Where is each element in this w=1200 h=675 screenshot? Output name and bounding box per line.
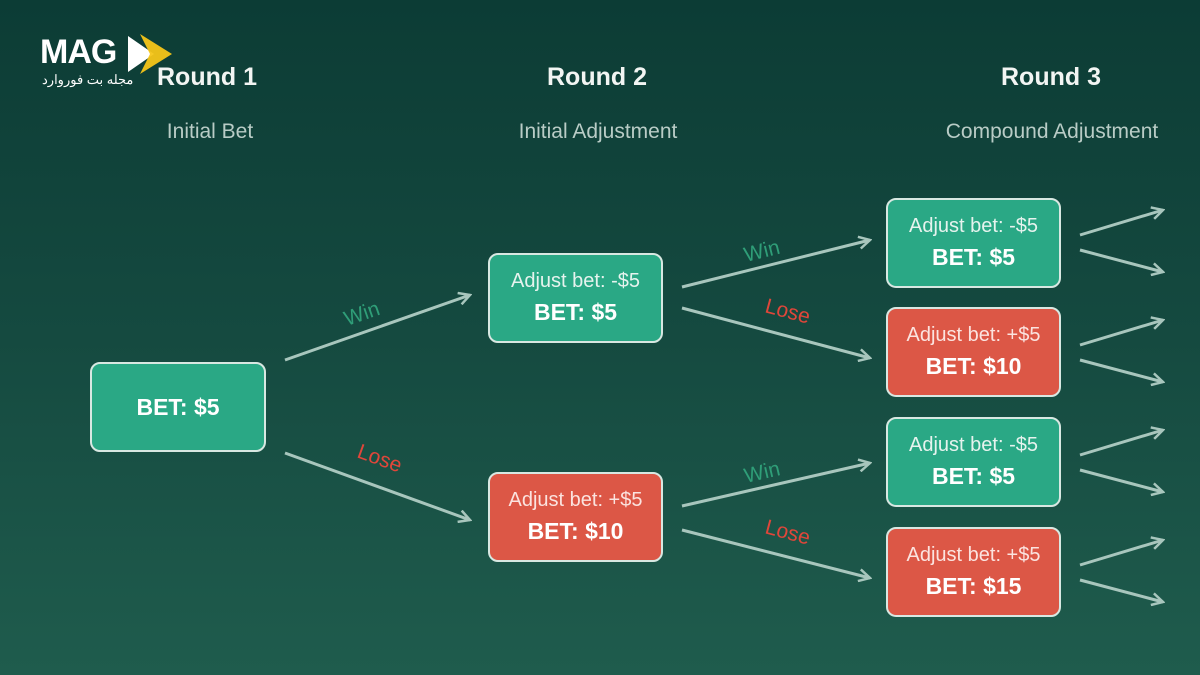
round-2-subtitle: Initial Adjustment [518, 120, 678, 143]
adjust-text: Adjust bet: +$5 [906, 324, 1041, 346]
arrow-r2l-win [681, 463, 870, 508]
bet-amount: BET: $10 [925, 353, 1022, 379]
round-1-title: Round 1 [157, 63, 257, 91]
node-r3-lose-win: Adjust bet: -$5 BET: $5 [886, 417, 1061, 507]
bet-amount: BET: $15 [925, 573, 1022, 599]
adjust-text: Adjust bet: -$5 [909, 215, 1038, 237]
logo-subtitle: مجله بت فوروارد [42, 72, 134, 87]
logo-text: MAG [40, 33, 117, 71]
bet-amount: BET: $10 [527, 518, 624, 544]
node-r3-win-win: Adjust bet: -$5 BET: $5 [886, 198, 1061, 288]
arrow-out [1079, 430, 1163, 457]
arrow-out [1079, 358, 1163, 382]
logo: MAG مجله بت فوروارد [40, 33, 172, 90]
arrow-out [1079, 468, 1163, 492]
bet-amount: BET: $5 [533, 299, 618, 325]
round-1-subtitle: Initial Bet [166, 120, 254, 143]
round-3-subtitle: Compound Adjustment [945, 120, 1159, 143]
bet-amount: BET: $5 [931, 463, 1016, 489]
node-r3-win-lose: Adjust bet: +$5 BET: $10 [886, 307, 1061, 397]
node-r1: BET: $5 [90, 362, 266, 452]
arrow-r2w-lose [681, 306, 870, 358]
bet-amount: BET: $5 [931, 244, 1016, 270]
adjust-text: Adjust bet: -$5 [909, 434, 1038, 456]
arrow-out [1079, 578, 1163, 602]
node-r3-lose-lose: Adjust bet: +$5 BET: $15 [886, 527, 1061, 617]
arrow-out [1079, 248, 1163, 272]
arrow-r1-win [284, 295, 470, 362]
round-3-title: Round 3 [1001, 63, 1101, 91]
arrow-r2w-win [681, 240, 870, 289]
arrow-out [1079, 540, 1163, 567]
arrow-out [1079, 210, 1163, 237]
bet-amount: BET: $5 [136, 393, 220, 420]
play-icon [128, 34, 172, 74]
arrow-r2l-lose [681, 528, 870, 578]
adjust-text: Adjust bet: +$5 [906, 544, 1041, 566]
adjust-text: Adjust bet: -$5 [511, 270, 640, 292]
edge-label-lose: Lose [763, 516, 813, 550]
edge-label-lose: Lose [354, 440, 405, 477]
edge-label-lose: Lose [763, 295, 813, 329]
arrow-out [1079, 320, 1163, 347]
adjust-text: Adjust bet: +$5 [508, 489, 643, 511]
arrow-r1-lose [284, 451, 470, 520]
edge-label-win: Win [341, 297, 383, 331]
node-r2-lose: Adjust bet: +$5 BET: $10 [488, 472, 663, 562]
round-2-title: Round 2 [547, 63, 647, 91]
node-r2-win: Adjust bet: -$5 BET: $5 [488, 253, 663, 343]
